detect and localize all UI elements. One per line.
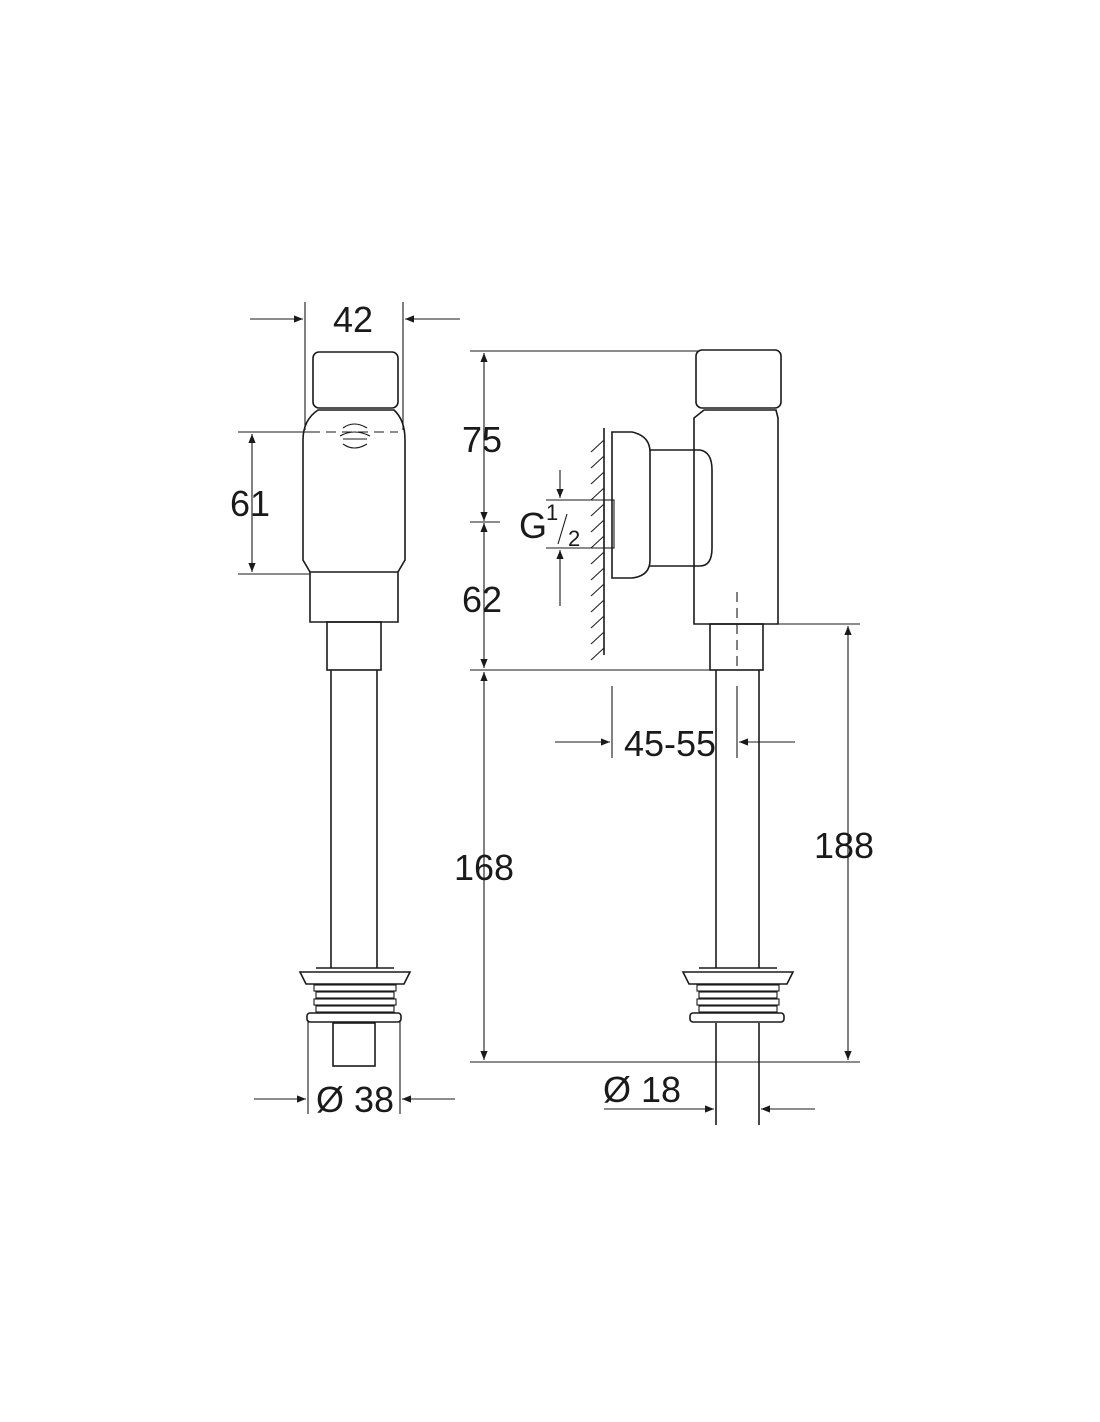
dim-diameter-38: Ø 38 xyxy=(316,1079,394,1120)
front-tail-pipe xyxy=(332,1022,376,1067)
side-connector xyxy=(709,623,764,671)
dim-61: 61 xyxy=(230,483,270,524)
dim-188: 188 xyxy=(814,825,874,866)
front-thread xyxy=(306,984,402,1023)
side-push-button xyxy=(695,349,782,409)
side-rosette xyxy=(611,431,651,579)
dim-thread-den: 2 xyxy=(568,526,580,551)
hatch-mark xyxy=(590,615,605,629)
hatch-mark xyxy=(590,519,605,533)
dim-168: 168 xyxy=(454,847,514,888)
front-view xyxy=(298,351,412,1067)
hatch-mark xyxy=(590,455,605,469)
dim-45-55: 45-55 xyxy=(624,723,716,764)
wall-hatch xyxy=(590,439,605,661)
dimension-lines xyxy=(238,302,860,1114)
side-view xyxy=(590,349,795,1125)
dim-75: 75 xyxy=(462,419,502,460)
hatch-mark xyxy=(590,439,605,453)
side-neck xyxy=(650,449,713,567)
hatch-mark xyxy=(590,647,605,661)
dim-diameter-18: Ø 18 xyxy=(603,1069,681,1110)
front-valve-body xyxy=(302,409,406,623)
logo-icon xyxy=(339,423,371,449)
dim-62: 62 xyxy=(462,579,502,620)
side-flange xyxy=(681,971,795,985)
dim-thread-g: G xyxy=(519,505,547,546)
hatch-mark xyxy=(590,487,605,501)
hatch-mark xyxy=(590,471,605,485)
side-valve-body xyxy=(693,409,779,625)
front-flange xyxy=(298,971,412,985)
front-connector xyxy=(326,621,382,671)
dim-thread-num: 1 xyxy=(546,500,558,525)
hatch-mark xyxy=(590,599,605,613)
side-thread xyxy=(689,984,785,1023)
hatch-mark xyxy=(590,567,605,581)
hatch-mark xyxy=(590,583,605,597)
hatch-mark xyxy=(590,631,605,645)
hatch-mark xyxy=(590,503,605,517)
hatch-mark xyxy=(590,551,605,565)
front-push-button xyxy=(312,351,399,409)
dim-42: 42 xyxy=(333,299,373,340)
dim-thread-slash xyxy=(557,513,568,545)
hatch-mark xyxy=(590,535,605,549)
